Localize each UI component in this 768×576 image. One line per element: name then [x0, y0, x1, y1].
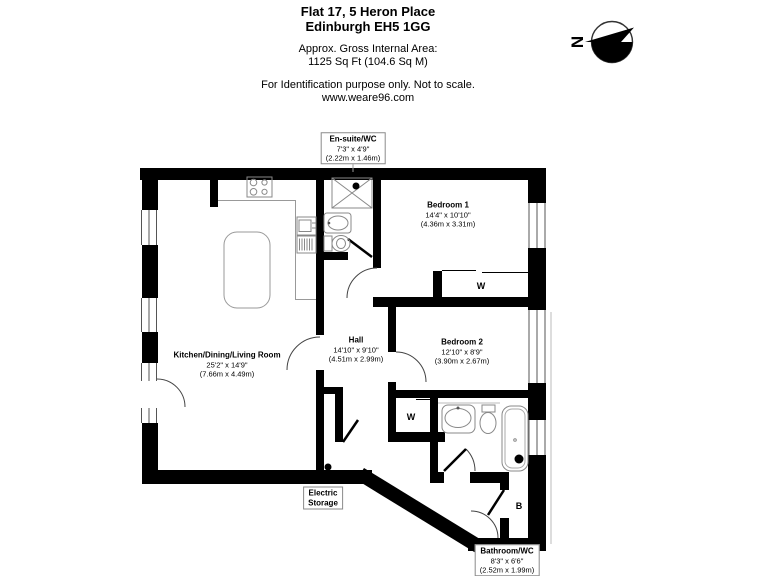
balcony-door-arc: [156, 378, 186, 408]
bathroom-door-arc: [465, 448, 476, 472]
room-label-bedroom2: Bedroom 2 12'10" x 8'9" (3.90m x 2.67m): [434, 337, 490, 365]
window: [528, 203, 546, 248]
living-room-door-arc: [286, 336, 321, 371]
boiler-door-leaf: [486, 489, 506, 516]
storage-closet-wall: [316, 387, 342, 394]
appliance-icon: [296, 235, 317, 254]
room-label-kitchen: Kitchen/Dining/Living Room 25'2" x 14'9"…: [173, 350, 281, 378]
window: [141, 408, 157, 423]
ensuite-fixtures: [323, 177, 373, 252]
sink-icon: [296, 216, 317, 236]
room-label-hall: Hall 14'10" x 9'10" (4.51m x 2.99m): [328, 335, 384, 363]
toilet-icon: [323, 235, 351, 252]
diagonal-wall: [356, 467, 484, 554]
north-label: N: [568, 36, 587, 48]
basin-icon: [323, 212, 352, 234]
wardrobe-stub-wall: [433, 271, 442, 297]
interior-walls: [316, 180, 528, 551]
meter-dot: [324, 463, 332, 471]
exterior-walls: [140, 168, 546, 554]
door-arcs: [156, 267, 499, 539]
kitchen-wall-stub: [210, 180, 218, 207]
toilet-icon: [479, 404, 497, 434]
wardrobe-marker: W: [477, 281, 486, 291]
storage-door-leaf: [341, 419, 360, 443]
wardrobe-fronts: [396, 270, 528, 400]
ensuite-door-leaf: [347, 238, 373, 258]
window: [528, 420, 546, 455]
bathroom-door-leaf: [443, 448, 467, 472]
windows: [141, 203, 552, 544]
bathtub-icon: [501, 405, 529, 472]
window: [141, 363, 157, 381]
area-label: Approx. Gross Internal Area:: [298, 43, 438, 55]
room-label-ensuite: En-suite/WC 7'3" x 4'9" (2.22m x 1.46m): [320, 132, 386, 164]
kitchen-fixtures: [210, 176, 317, 309]
entrance-door-arc: [470, 510, 499, 539]
wardrobe-marker: W: [407, 412, 416, 422]
shower-icon: [331, 177, 373, 209]
page-title: Flat 17, 5 Heron Place: [300, 4, 436, 19]
north-arrow-icon: N: [568, 20, 634, 64]
website-text: www.weare96.com: [321, 92, 415, 104]
window: [528, 310, 546, 383]
window: [141, 298, 157, 332]
bathroom-fixtures: [438, 402, 529, 472]
dining-table: [223, 231, 271, 309]
room-label-bathroom: Bathroom/WC 8'3" x 6'6" (2.52m x 1.99m): [474, 544, 540, 576]
page-subtitle: Edinburgh EH5 1GG: [305, 19, 431, 34]
window: [141, 210, 157, 245]
boiler-marker: B: [516, 501, 523, 511]
bedroom2-door-arc: [395, 351, 427, 383]
hob-icon: [246, 176, 273, 198]
kitchen-counter: [218, 200, 316, 300]
header: Flat 17, 5 Heron Place Edinburgh EH5 1GG…: [0, 4, 736, 105]
door-leaves: [341, 238, 506, 516]
label-electric-storage: Electric Storage: [303, 486, 343, 510]
bedroom1-door-arc: [346, 267, 378, 299]
disclaimer-text: For Identification purpose only. Not to …: [261, 79, 475, 91]
storage-closet-wall: [335, 387, 343, 442]
area-value: 1125 Sq Ft (104.6 Sq M): [308, 56, 428, 68]
room-label-bedroom1: Bedroom 1 14'4" x 10'10" (4.36m x 3.31m): [420, 200, 476, 228]
basin-icon: [441, 404, 476, 434]
